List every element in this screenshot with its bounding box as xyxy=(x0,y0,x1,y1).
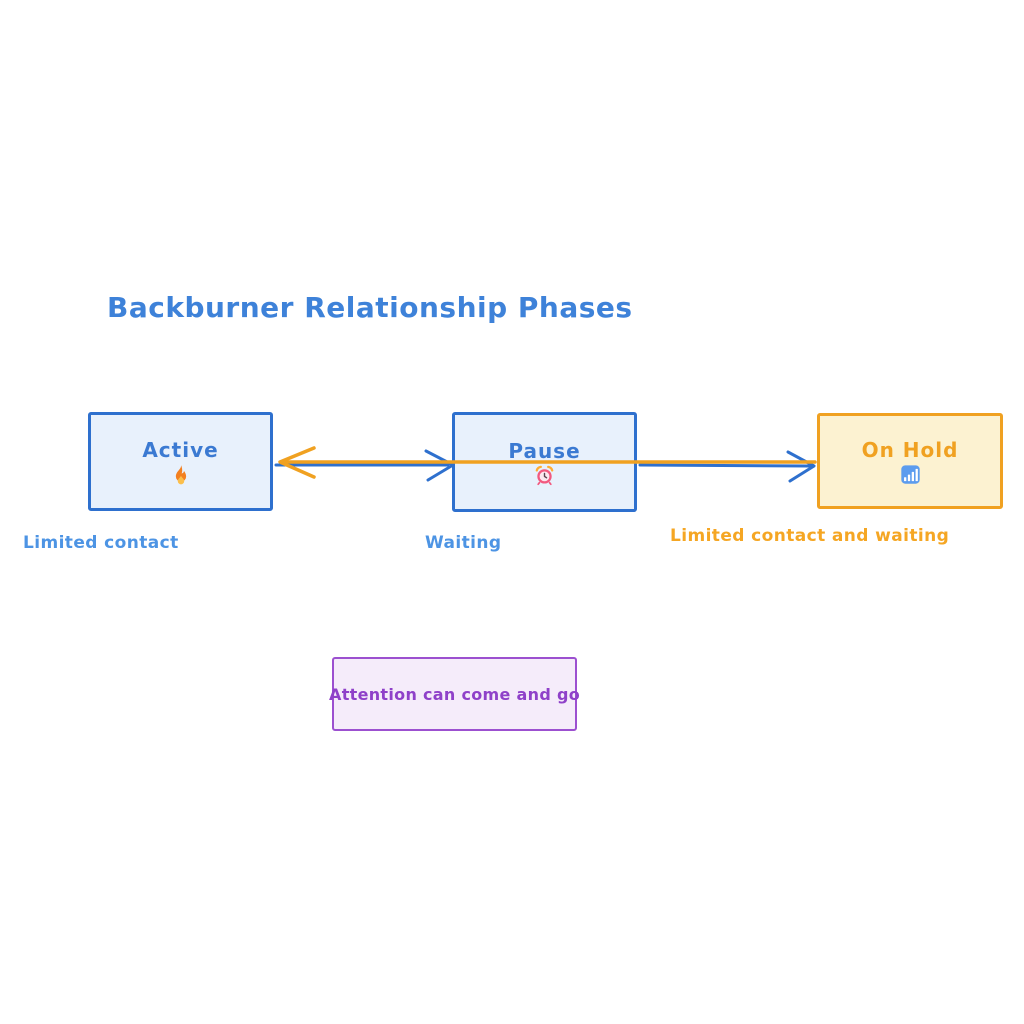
edge-label-limited-contact: Limited contact xyxy=(23,533,179,553)
node-on-hold: On Hold xyxy=(817,413,1003,509)
node-pause-label: Pause xyxy=(508,438,581,463)
fire-icon xyxy=(175,464,186,484)
edge-pause-to-on-hold xyxy=(638,450,816,483)
bar-chart-icon xyxy=(900,464,920,484)
edge-active-to-pause xyxy=(274,449,455,482)
node-active-label: Active xyxy=(142,437,219,462)
note-label: Attention can come and go xyxy=(329,684,580,704)
edge-label-waiting: Waiting xyxy=(425,533,502,553)
node-on-hold-label: On Hold xyxy=(861,437,959,462)
diagram-title: Backburner Relationship Phases xyxy=(107,291,633,324)
note-box: Attention can come and go xyxy=(329,657,580,731)
node-active: Active xyxy=(88,412,273,511)
node-pause: Pause xyxy=(452,412,637,512)
alarm-clock-icon xyxy=(535,465,554,485)
edge-label-limited-contact-and-waiting: Limited contact and waiting xyxy=(670,526,950,546)
